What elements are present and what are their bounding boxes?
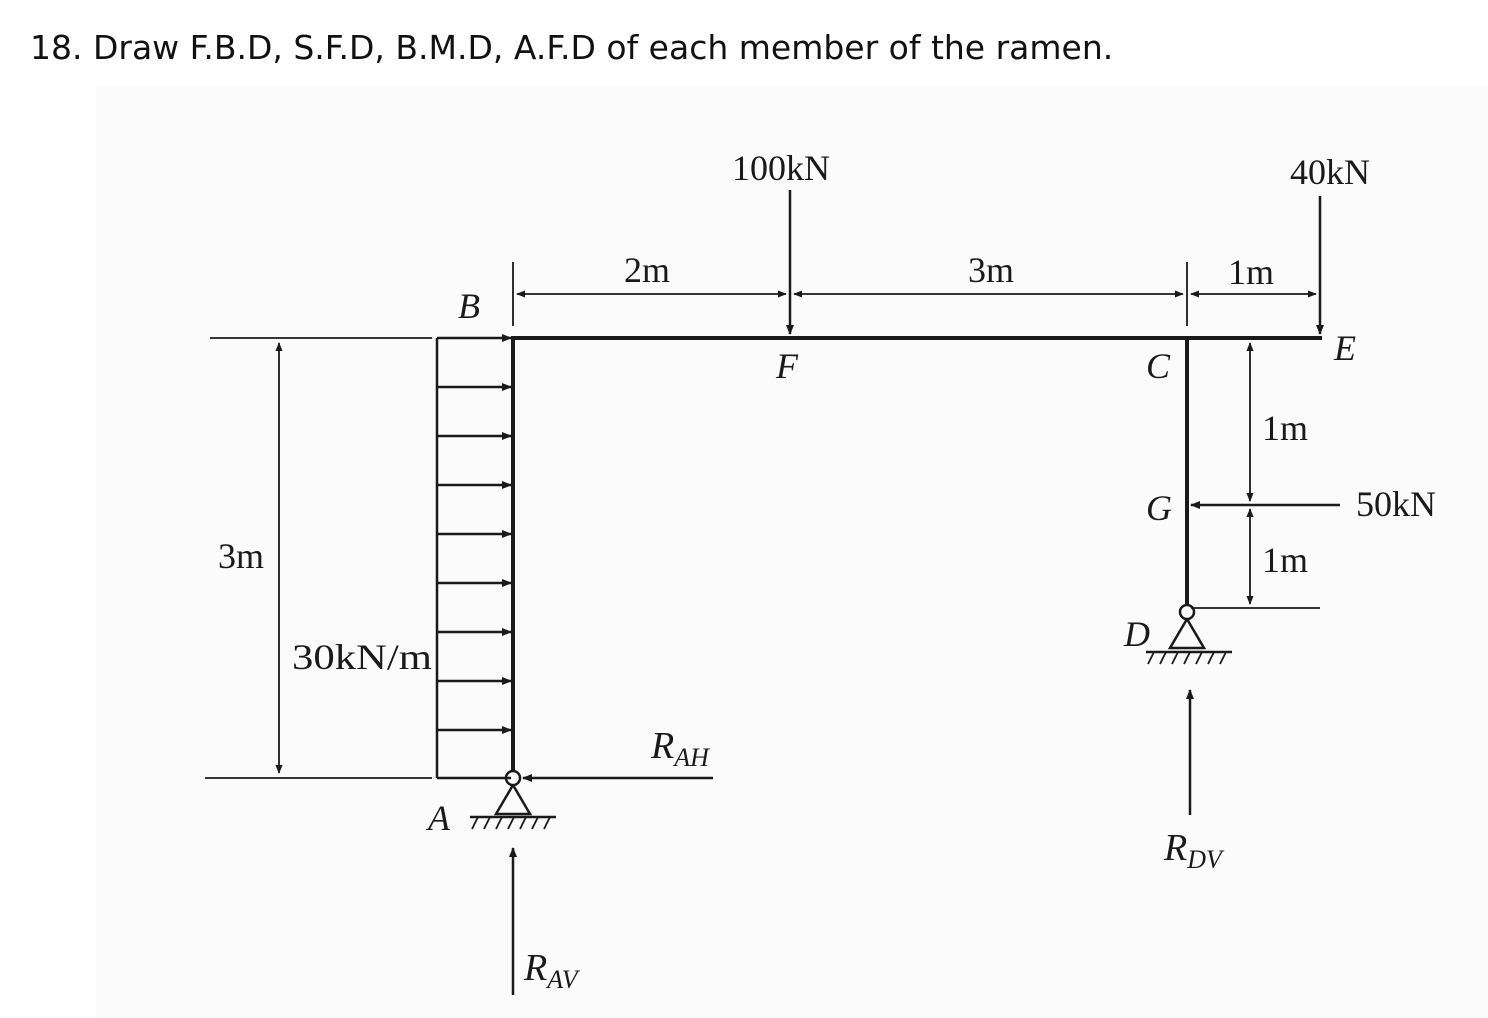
point-C-label: C — [1146, 346, 1171, 386]
distributed-load-label: 30kN/m — [292, 637, 432, 677]
support-A — [470, 769, 556, 830]
load-100kN-label: 100kN — [732, 148, 830, 188]
frame-members — [511, 336, 1322, 775]
reaction-RAH-label: RAH — [650, 725, 710, 772]
point-G-label: G — [1146, 488, 1172, 528]
question-text: 18. Draw F.B.D, S.F.D, B.M.D, A.F.D of e… — [30, 28, 1113, 67]
point-B-label: B — [458, 286, 480, 326]
reaction-arrows — [509, 689, 1194, 995]
dim-CG-label: 1m — [1262, 408, 1308, 448]
dim-GD-label: 1m — [1262, 540, 1308, 580]
point-E-label: E — [1333, 328, 1356, 368]
point-A-label: A — [426, 798, 451, 838]
reaction-RDV-label: RDV — [1163, 827, 1225, 874]
load-50kN-label: 50kN — [1356, 484, 1436, 524]
dim-BF-label: 2m — [624, 250, 670, 290]
figure-background — [96, 86, 1488, 1018]
dim-height-label: 3m — [218, 536, 264, 576]
load-arrows — [786, 190, 1340, 509]
point-F-label: F — [775, 346, 799, 386]
distributed-load — [435, 334, 512, 780]
dim-CE-label: 1m — [1228, 252, 1274, 292]
load-40kN-label: 40kN — [1290, 152, 1370, 192]
dimension-lines — [205, 262, 1320, 779]
dim-FC-label: 3m — [968, 250, 1014, 290]
question-body: Draw F.B.D, S.F.D, B.M.D, A.F.D of each … — [92, 28, 1114, 67]
support-D — [1146, 603, 1232, 665]
point-D-label: D — [1123, 614, 1150, 654]
question-number: 18. — [30, 28, 83, 67]
reaction-RAV-label: RAV — [523, 947, 581, 994]
